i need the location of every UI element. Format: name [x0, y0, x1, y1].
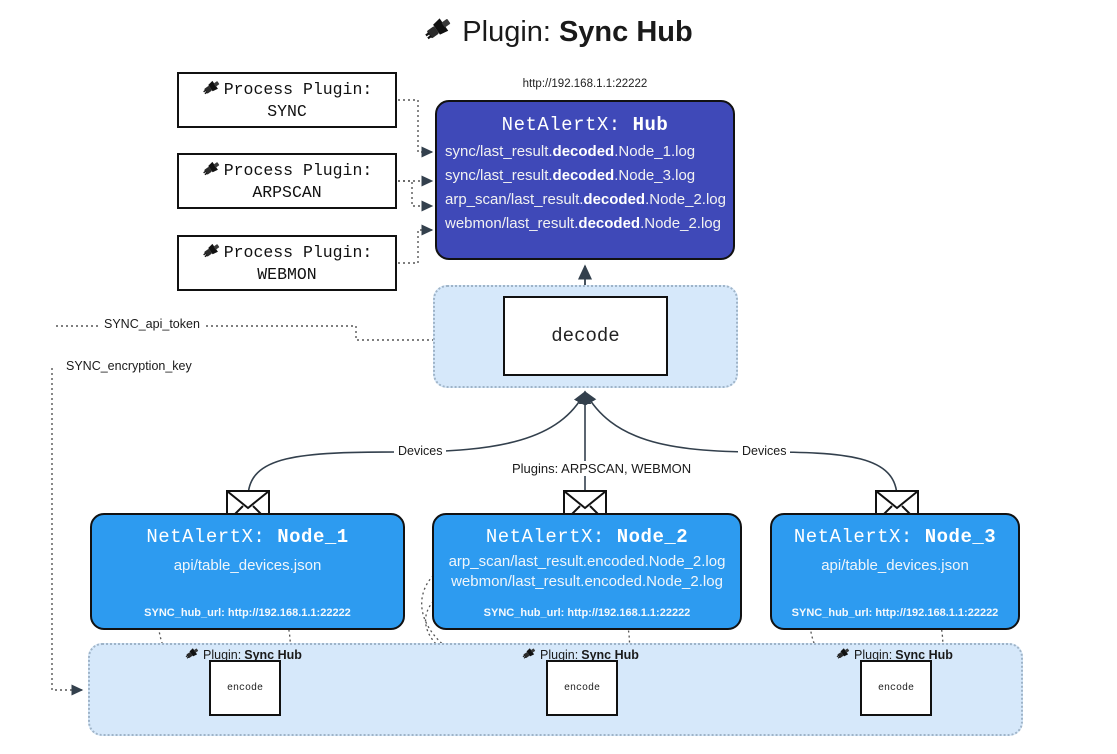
node-title: NetAlertX: Node_2 [434, 526, 740, 548]
log-bold: decoded [578, 215, 641, 232]
plugin-prefix: Plugin: [203, 647, 242, 662]
plugin-name: Sync Hub [895, 647, 953, 662]
node-card-node3[interactable]: NetAlertX: Node_3 api/table_devices.json… [770, 513, 1020, 630]
node-title-prefix: NetAlertX: [146, 526, 266, 548]
hub-title-prefix: NetAlertX: [501, 114, 621, 136]
hub-title-name: Hub [632, 114, 669, 136]
encode-box-2[interactable]: encode [546, 660, 618, 716]
node-plugin-label-1: Plugin: Sync Hub [185, 646, 302, 663]
log-bold: decoded [552, 143, 615, 160]
log-pre: webmon/last_result. [445, 215, 579, 232]
node-title-name: Node_1 [277, 526, 349, 548]
node-title-prefix: NetAlertX: [485, 526, 605, 548]
node-card-node2[interactable]: NetAlertX: Node_2 arp_scan/last_result.e… [432, 513, 742, 630]
node-plugin-label-2: Plugin: Sync Hub [522, 646, 639, 663]
hub-log-line: sync/last_result.decoded.Node_1.log [437, 143, 733, 160]
plug-icon [836, 646, 851, 663]
hub-url-label: http://192.168.1.1:22222 [522, 78, 648, 90]
plug-icon [522, 646, 537, 663]
plugin-prefix: Plugin: [854, 647, 893, 662]
plug-icon [202, 159, 222, 183]
log-post: .Node_1.log [614, 143, 696, 160]
hub-title: NetAlertX: Hub [437, 114, 733, 136]
plugin-name: Sync Hub [244, 647, 302, 662]
node-title: NetAlertX: Node_3 [772, 526, 1018, 548]
sync-api-token-label: SYNC_api_token [100, 317, 204, 331]
log-bold: decoded [552, 167, 615, 184]
log-post: .Node_2.log [645, 191, 726, 208]
plugins-label-mid: Plugins: ARPSCAN, WEBMON [508, 461, 696, 476]
node-title: NetAlertX: Node_1 [92, 526, 403, 548]
node-card-node1[interactable]: NetAlertX: Node_1 api/table_devices.json… [90, 513, 405, 630]
plug-icon [185, 646, 200, 663]
page-title: Plugin: Sync Hub [0, 14, 1117, 50]
hub-log-line: webmon/last_result.decoded.Node_2.log [437, 215, 733, 232]
process-plugin-line2: SYNC [267, 102, 307, 121]
hub-log-line: sync/last_result.decoded.Node_3.log [437, 167, 733, 184]
plug-icon [202, 78, 222, 102]
node-title-prefix: NetAlertX: [793, 526, 913, 548]
devices-label-left: Devices [394, 444, 447, 458]
node-footer: SYNC_hub_url: http://192.168.1.1:22222 [483, 607, 691, 619]
process-plugin-line1: Process Plugin: [223, 161, 373, 180]
title-name: Sync Hub [558, 15, 693, 48]
node-line: arp_scan/last_result.encoded.Node_2.log [448, 553, 726, 570]
node-line: api/table_devices.json [821, 557, 969, 574]
node-title-name: Node_2 [616, 526, 689, 548]
process-plugin-line2: ARPSCAN [252, 183, 322, 202]
plugin-prefix: Plugin: [540, 647, 579, 662]
node-line: api/table_devices.json [173, 557, 322, 574]
node-footer: SYNC_hub_url: http://192.168.1.1:22222 [791, 607, 999, 619]
process-plugin-line2: WEBMON [257, 265, 317, 284]
devices-label-right: Devices [738, 444, 791, 458]
node-footer: SYNC_hub_url: http://192.168.1.1:22222 [144, 607, 351, 619]
hub-card[interactable]: NetAlertX: Hub sync/last_result.decoded.… [435, 100, 735, 260]
process-plugin-line1: Process Plugin: [223, 243, 373, 262]
sync-encryption-key-label: SYNC_encryption_key [62, 359, 196, 373]
log-post: .Node_3.log [614, 167, 696, 184]
node-title-name: Node_3 [924, 526, 997, 548]
decode-box[interactable]: decode [503, 296, 668, 376]
process-plugin-line1: Process Plugin: [223, 80, 373, 99]
log-bold: decoded [583, 191, 646, 208]
log-post: .Node_2.log [640, 215, 721, 232]
encode-box-1[interactable]: encode [209, 660, 281, 716]
log-pre: sync/last_result. [445, 143, 553, 160]
node-plugin-label-3: Plugin: Sync Hub [836, 646, 953, 663]
plug-icon [202, 241, 222, 265]
process-plugin-arpscan[interactable]: Process Plugin: ARPSCAN [177, 153, 397, 209]
plug-icon [424, 14, 454, 50]
node-line: webmon/last_result.encoded.Node_2.log [451, 573, 723, 590]
log-pre: arp_scan/last_result. [445, 191, 584, 208]
encode-box-3[interactable]: encode [860, 660, 932, 716]
process-plugin-sync[interactable]: Process Plugin: SYNC [177, 72, 397, 128]
title-prefix: Plugin: [462, 15, 551, 48]
log-pre: sync/last_result. [445, 167, 553, 184]
process-plugin-webmon[interactable]: Process Plugin: WEBMON [177, 235, 397, 291]
plugin-name: Sync Hub [581, 647, 639, 662]
hub-log-line: arp_scan/last_result.decoded.Node_2.log [437, 191, 733, 208]
